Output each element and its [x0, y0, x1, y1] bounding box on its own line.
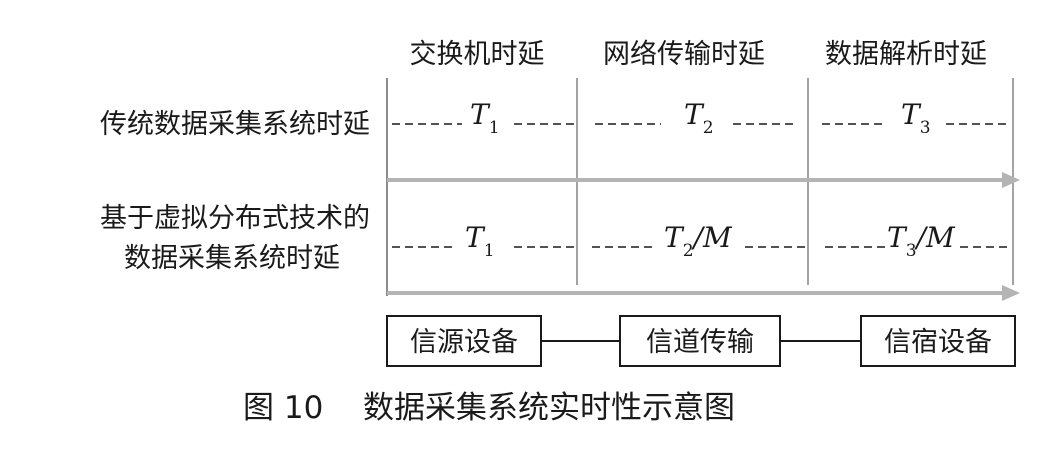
row-label-virtual-line-2: 数据采集系统时延	[124, 243, 340, 274]
arrow-row-2-head	[1002, 285, 1020, 301]
delay-subscript: 2	[703, 118, 714, 138]
delay-subscript: 3	[906, 241, 917, 261]
stage-label-parsing: 数据解析时延	[825, 39, 987, 70]
row-label-virtual-line-1: 基于虚拟分布式技术的	[100, 203, 370, 234]
delay-t1: T1	[470, 98, 500, 138]
delay-t3: T3	[901, 98, 931, 138]
delay-symbol: T	[901, 98, 922, 131]
stage-label-network: 网络传输时延	[603, 39, 765, 70]
arrow-row-1-head	[1002, 172, 1020, 188]
channel-transmission-box	[619, 315, 781, 367]
sink-device-label: 信宿设备	[884, 327, 992, 358]
delay-subscript: 1	[484, 241, 495, 261]
channel-transmission-label: 信道传输	[646, 327, 754, 358]
delay-t2-over-m: T2/M	[664, 221, 733, 261]
delay-symbol: T	[470, 98, 491, 131]
delay-suffix: /M	[691, 221, 733, 254]
caption-title: 数据采集系统实时性示意图	[363, 390, 735, 426]
figure-caption: 图 10 数据采集系统实时性示意图	[243, 390, 735, 426]
sink-device-box	[860, 315, 1016, 367]
delay-t3-over-m: T3/M	[887, 221, 956, 261]
delay-subscript: 2	[683, 241, 694, 261]
source-device-box	[386, 315, 542, 367]
delay-subscript: 3	[920, 118, 931, 138]
delay-symbol: T	[465, 221, 486, 254]
row-label-traditional: 传统数据采集系统时延	[100, 109, 370, 140]
row-traditional: 传统数据采集系统时延 T1 T2 T3	[100, 98, 1008, 140]
delay-suffix: /M	[914, 221, 956, 254]
stage-label-switch: 交换机时延	[410, 39, 545, 70]
delay-t2: T2	[684, 98, 714, 138]
time-arrows	[387, 172, 1020, 301]
delay-t1: T1	[465, 221, 495, 261]
row-virtual-distributed: 基于虚拟分布式技术的 数据采集系统时延 T1 T2/M T3/M	[100, 203, 1012, 274]
stage-headers: 交换机时延 网络传输时延 数据解析时延	[410, 39, 988, 70]
delay-symbol: T	[684, 98, 705, 131]
device-chain: 信源设备 信道传输 信宿设备	[386, 315, 1016, 367]
delay-symbol: T	[887, 221, 908, 254]
caption-number: 图 10	[243, 390, 323, 426]
delay-subscript: 1	[489, 118, 500, 138]
delay-symbol: T	[664, 221, 685, 254]
source-device-label: 信源设备	[410, 327, 518, 358]
